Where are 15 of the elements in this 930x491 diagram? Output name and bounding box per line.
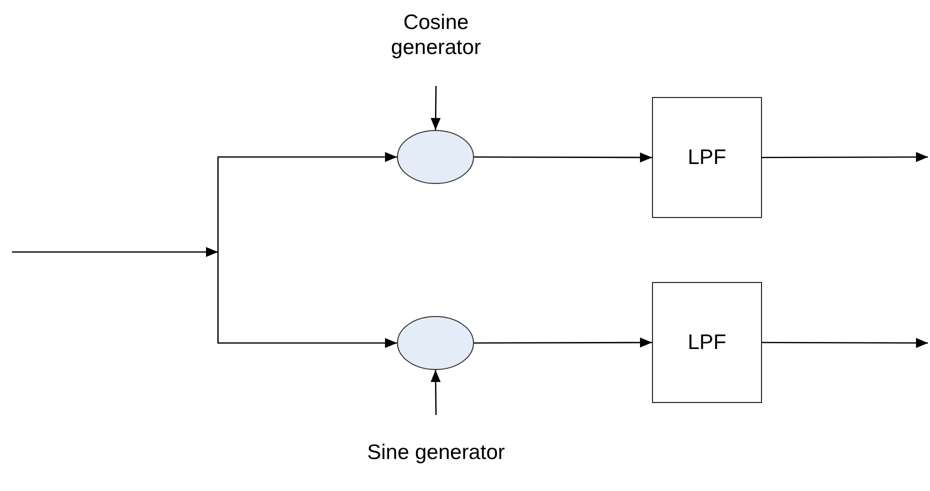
arrow bbox=[474, 338, 652, 348]
generator-label: Sine generator bbox=[362, 424, 510, 480]
arrow bbox=[474, 152, 652, 162]
arrow bbox=[217, 252, 397, 348]
filter-box: LPF bbox=[652, 282, 762, 403]
filter-box: LPF bbox=[652, 97, 762, 218]
arrow bbox=[430, 86, 441, 130]
mixer-ellipse bbox=[397, 316, 474, 370]
arrow bbox=[430, 370, 441, 415]
arrow bbox=[12, 247, 218, 257]
generator-label: Cosine generator bbox=[362, 8, 510, 62]
mixer-ellipse bbox=[397, 130, 474, 184]
arrow bbox=[762, 338, 928, 348]
arrow bbox=[762, 152, 928, 162]
arrow bbox=[217, 152, 397, 252]
